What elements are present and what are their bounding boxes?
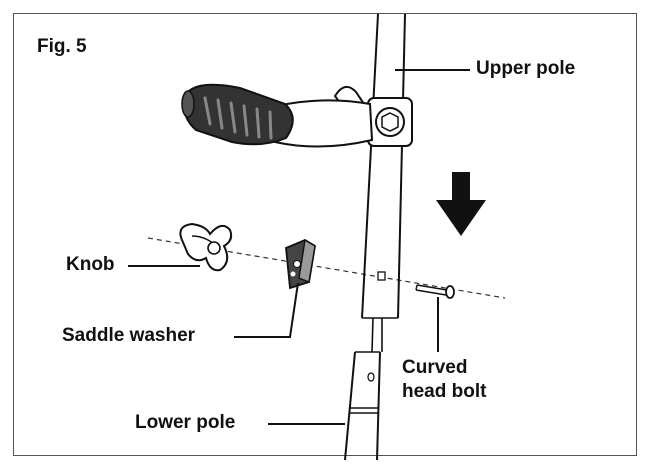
leader-lines xyxy=(128,69,470,425)
upper-pole-label: Upper pole xyxy=(476,58,576,79)
assembly-axis xyxy=(147,237,506,299)
upper-pole xyxy=(361,13,406,319)
curved-head-bolt-label-line1: Curved xyxy=(402,357,468,378)
knob-icon xyxy=(179,222,233,272)
figure-frame xyxy=(13,13,637,456)
lower-pole xyxy=(344,351,381,461)
bolt-icon xyxy=(415,284,455,299)
saddle-washer-leader xyxy=(234,282,299,338)
curved-head-bolt-label-line2: head bolt xyxy=(402,381,487,402)
down-arrow-icon xyxy=(436,172,486,236)
saddle-washer-icon xyxy=(285,238,316,290)
knob-label: Knob xyxy=(66,254,115,275)
handle-icon xyxy=(181,83,413,148)
saddle-washer-label: Saddle washer xyxy=(62,325,196,346)
figure-label: Fig. 5 xyxy=(37,36,87,57)
lower-pole-label: Lower pole xyxy=(135,412,236,433)
inner-rod xyxy=(371,317,383,353)
